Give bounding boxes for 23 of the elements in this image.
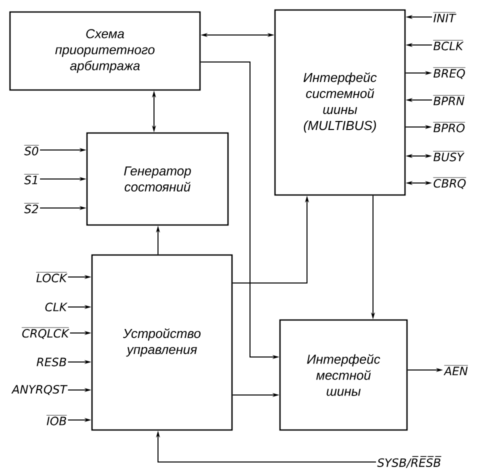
signal-label: IOB <box>46 415 67 426</box>
signal-label: BUSY <box>433 151 465 162</box>
signal-label: AEN <box>444 365 468 376</box>
process-box: Схема приоритетного арбитража <box>9 11 201 91</box>
process-box: Интерфейс системной шины (MULTIBUS) <box>274 9 406 196</box>
signal-label: CRQLCK <box>22 327 70 339</box>
signal-label: BPRN <box>433 95 465 106</box>
signal-label: S0 <box>24 145 40 156</box>
signal-label: S1 <box>24 174 40 184</box>
signal-label: RESB <box>36 358 66 366</box>
signal-label: BCLK <box>433 40 464 50</box>
signal-label: S2 <box>24 203 40 214</box>
process-box: Генератор состояний <box>86 132 229 226</box>
signal-label: INIT <box>433 12 456 22</box>
signal-label: BPRO <box>433 122 466 132</box>
process-box: Устройство управления <box>91 254 233 431</box>
signal-label: SYSB/R̅E̅S̅B̅ <box>377 456 442 468</box>
signal-label: BREQ <box>433 67 466 79</box>
signal-label: ANYRQST <box>11 384 68 395</box>
process-box: Интерфейс местной шины <box>279 319 408 431</box>
signal-label: CBRQ <box>433 177 466 189</box>
signal-label: LOCK <box>36 272 68 282</box>
signal-label: CLK <box>45 302 68 312</box>
